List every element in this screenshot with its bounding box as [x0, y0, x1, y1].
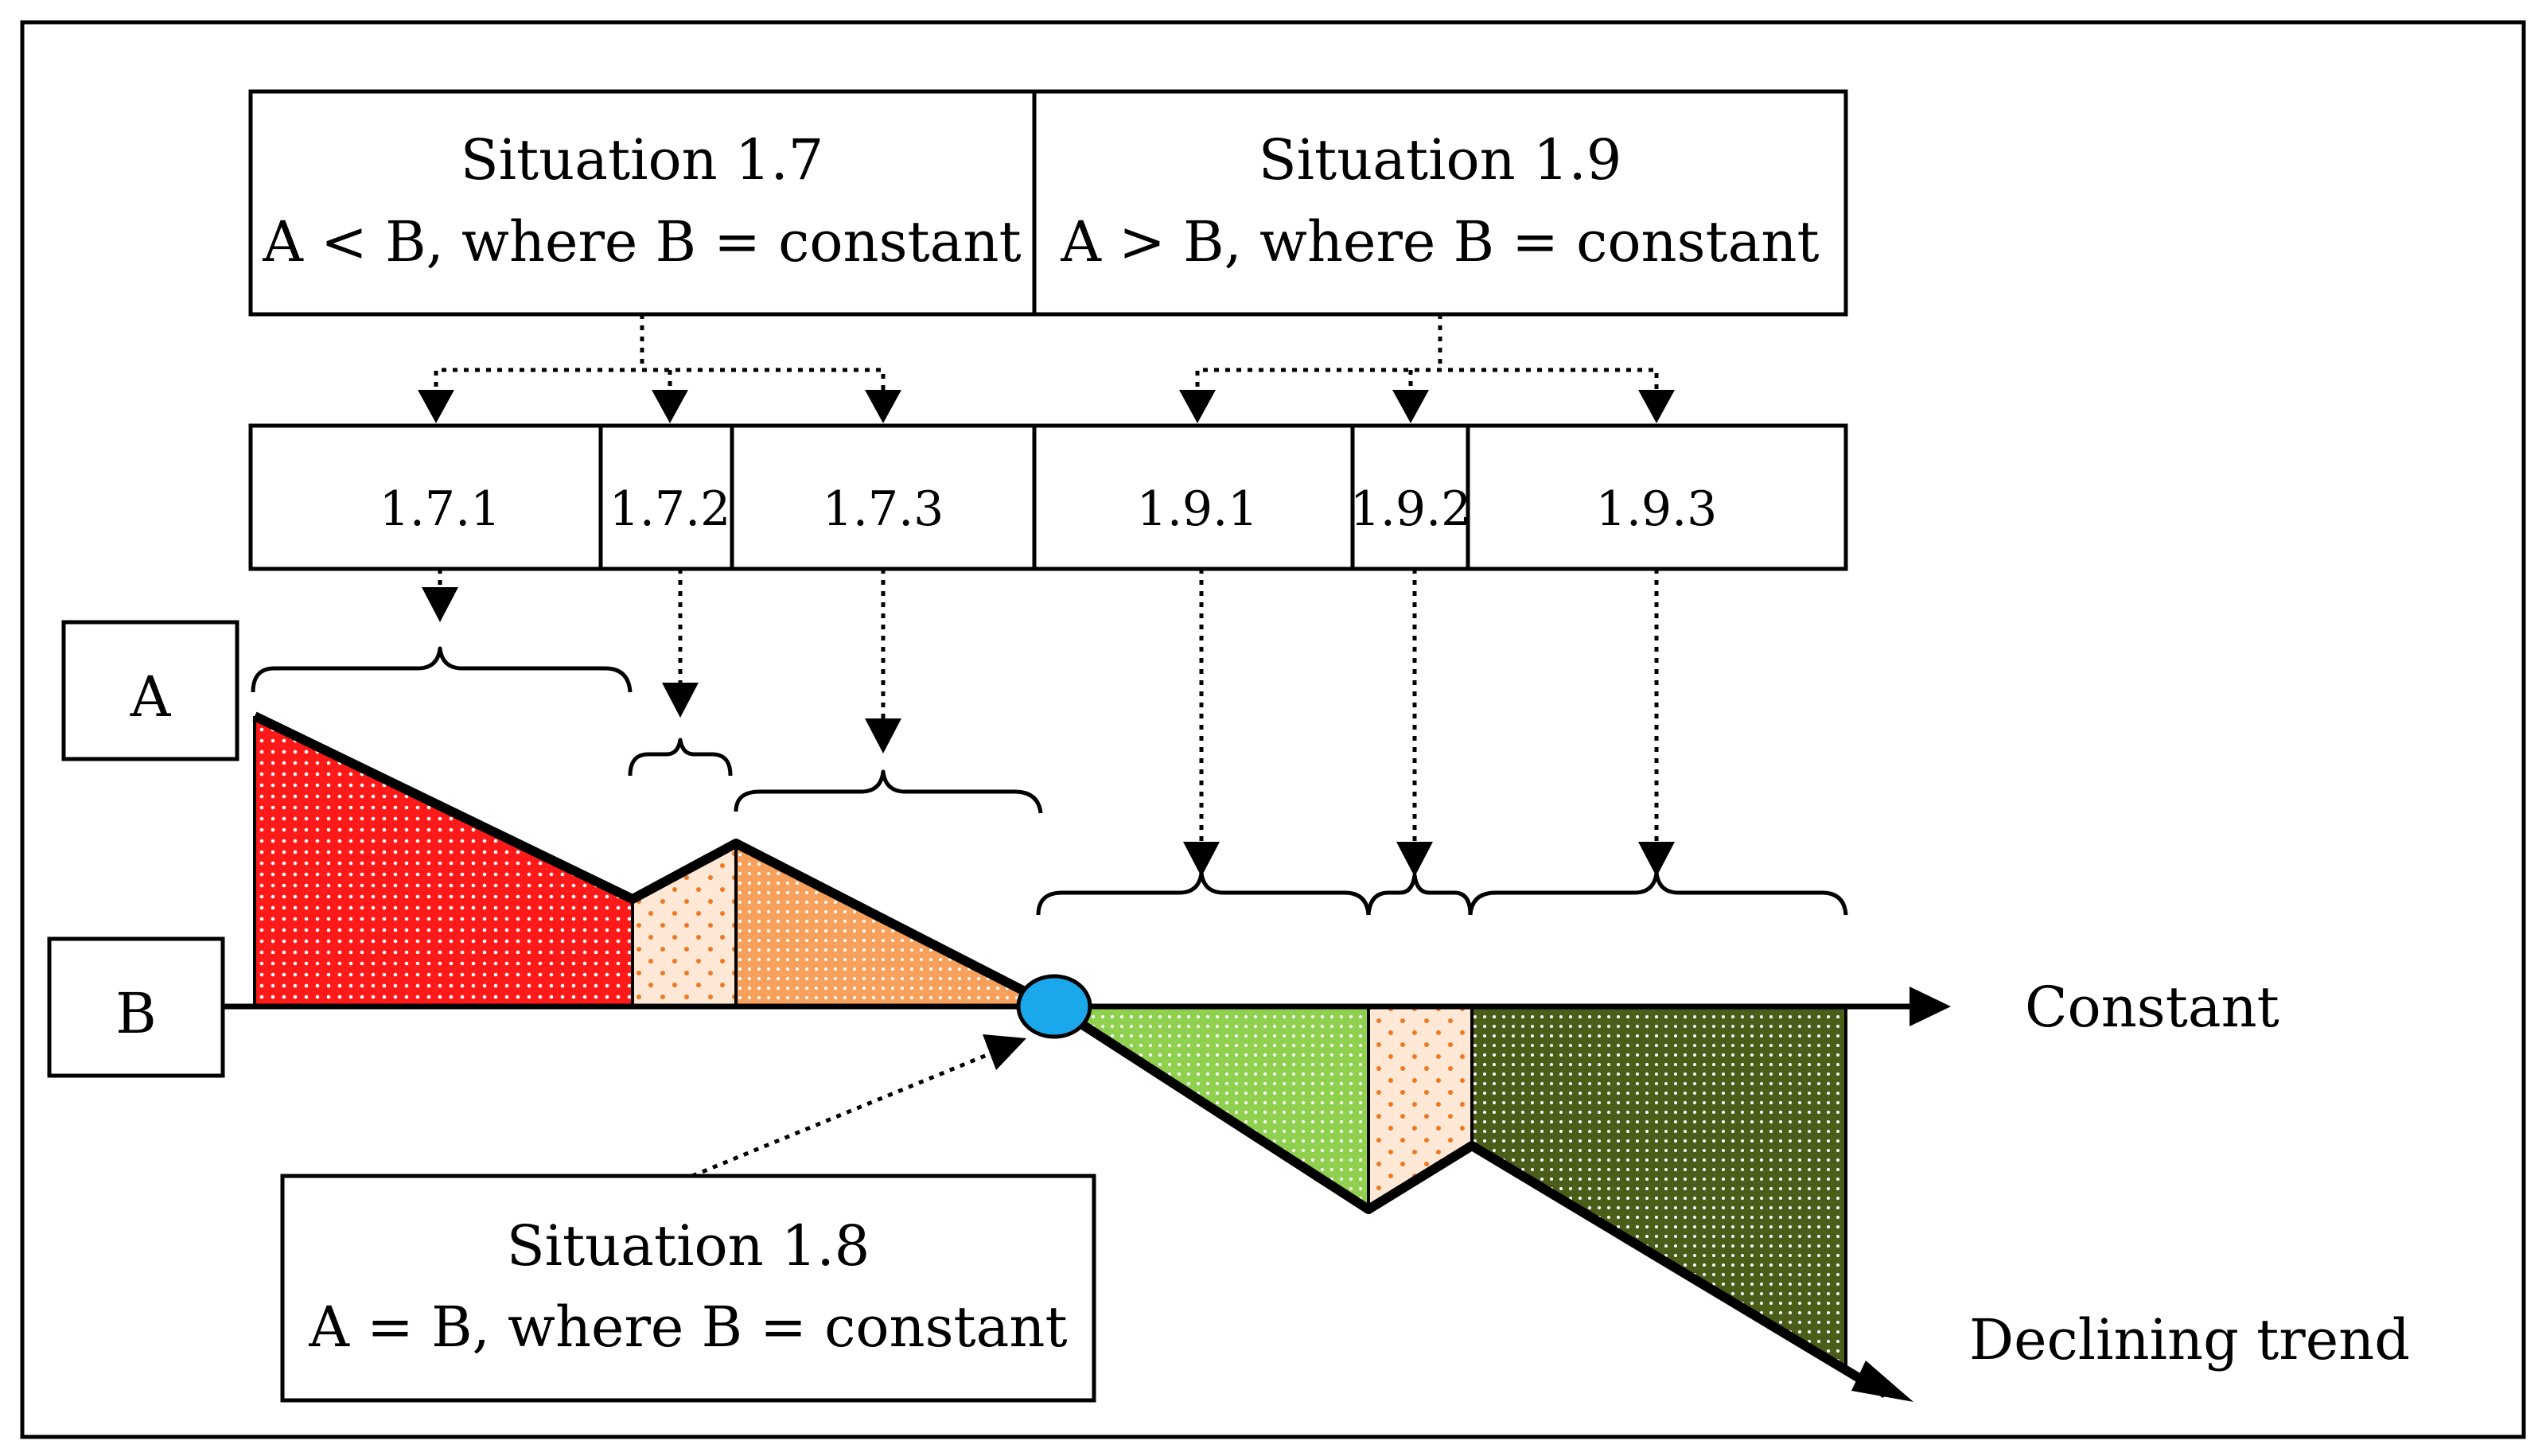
- situation-1-7-box: [248, 89, 1037, 317]
- label-a-box: [61, 620, 239, 761]
- subcase-1-7-2-label: 1.7.2: [609, 481, 731, 537]
- situation-1-8-title: Situation 1.8: [507, 1213, 870, 1279]
- declining-arrowhead: [1851, 1361, 1913, 1402]
- region-1-7-2: [633, 843, 736, 1006]
- subcase-1-7-3-box: [730, 423, 1037, 571]
- brace-1-7-1: [251, 646, 633, 693]
- situation-1-8-arrowhead: [983, 1034, 1026, 1070]
- label-b: B: [115, 981, 156, 1046]
- brace-1-9-3: [1468, 870, 1848, 916]
- arrows-subcases-to-braces: [422, 569, 1675, 877]
- situation-1-9-title: Situation 1.9: [1259, 127, 1622, 193]
- subcase-1-9-2-label: 1.9.2: [1350, 481, 1472, 537]
- subcase-1-7-1-label: 1.7.1: [380, 481, 501, 537]
- brace-1-9-2: [1366, 873, 1473, 916]
- region-1-9-3: [1472, 1006, 1846, 1368]
- situation-1-9-box: [1032, 89, 1848, 317]
- intersection-point: [1016, 974, 1092, 1039]
- brace-1-9-1: [1036, 870, 1371, 916]
- situation-1-8-box: [280, 1174, 1096, 1403]
- subcase-1-9-1-box: [1032, 423, 1355, 571]
- situation-1-8-pointer: [691, 1048, 999, 1178]
- brace-1-7-3: [734, 769, 1043, 814]
- brace-1-7-2: [628, 738, 733, 777]
- subcase-1-7-3-label: 1.7.3: [823, 481, 944, 537]
- connectors-situation-1-7: [418, 314, 901, 423]
- connectors-situation-1-9: [1179, 314, 1675, 423]
- situation-1-7-title: Situation 1.7: [461, 127, 824, 193]
- constant-label: Constant: [2025, 975, 2279, 1040]
- label-b-box: [47, 936, 225, 1078]
- situation-1-8-condition: A = B, where B = constant: [308, 1294, 1067, 1360]
- declining-trend-label: Declining trend: [1969, 1307, 2410, 1372]
- region-1-7-1: [255, 716, 633, 1006]
- label-a: A: [130, 664, 172, 730]
- situation-1-9-condition: A > B, where B = constant: [1060, 209, 1819, 274]
- subcase-1-7-1-box: [248, 423, 603, 571]
- constant-arrowhead: [1910, 987, 1951, 1026]
- outer-frame: [20, 20, 2526, 1439]
- subcase-1-9-2-box: [1350, 423, 1470, 571]
- situation-1-7-condition: A < B, where B = constant: [262, 209, 1021, 274]
- subcase-1-9-3-label: 1.9.3: [1596, 481, 1718, 537]
- subcase-1-9-1-label: 1.9.1: [1137, 481, 1259, 537]
